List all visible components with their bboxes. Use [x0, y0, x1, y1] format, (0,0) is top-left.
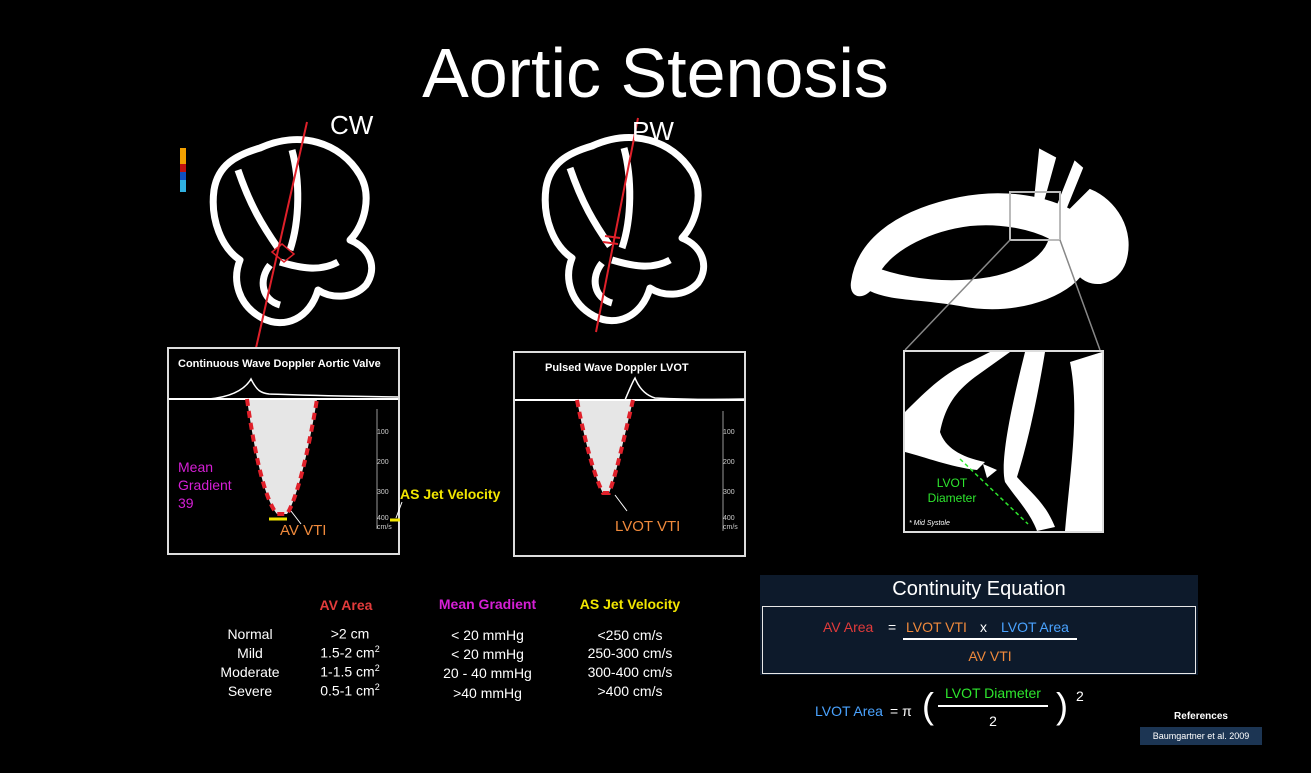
mean-gradient-label: Mean Gradient 39: [178, 459, 232, 511]
header-mean-gradient: Mean Gradient: [438, 596, 537, 612]
lvot-vti-label: LVOT VTI: [615, 518, 681, 535]
gradient-moderate: 20 - 40 mmHg: [443, 665, 532, 681]
area-severe: 0.5-1 cm2: [320, 682, 380, 699]
gradient-mild: < 20 mmHg: [451, 646, 524, 662]
header-av-area: AV Area: [319, 597, 373, 613]
av-vti-label: AV VTI: [280, 522, 327, 539]
continuity-equation-formula: AV Area = LVOT VTI x LVOT Area AV VTI: [762, 606, 1196, 674]
pw-beam-line: [595, 117, 639, 333]
grade-moderate: Moderate: [220, 664, 280, 680]
lvot-diameter-line: [959, 458, 1029, 525]
pw-spectral-envelope: [577, 400, 633, 493]
lvot-zoom-panel: LVOT Diameter * Mid Systole: [903, 350, 1104, 533]
velocity-normal: <250 cm/s: [597, 627, 663, 643]
cw-doppler-panel: Continuous Wave Doppler Aortic Valve 100…: [167, 347, 400, 555]
zoom-box: [1009, 191, 1061, 241]
cw-panel-title: Continuous Wave Doppler Aortic Valve: [178, 358, 381, 370]
velocity-mild: 250-300 cm/s: [587, 645, 673, 661]
slide-title: Aortic Stenosis: [422, 34, 889, 112]
pw-doppler-panel: Pulsed Wave Doppler LVOT 100 200 300 400…: [513, 351, 746, 557]
lvot-area-formula: LVOT Area = π ( LVOT Diameter 2 ) 2: [815, 685, 1084, 729]
zoom-guide-right: [1059, 239, 1101, 351]
grade-mild: Mild: [237, 645, 263, 661]
pw-heart-outline-icon: [541, 134, 707, 325]
grade-normal: Normal: [227, 626, 273, 642]
as-jet-velocity-label: AS Jet Velocity: [400, 486, 501, 502]
gradient-severe: >40 mmHg: [453, 685, 522, 701]
pw-label: PW: [632, 116, 674, 146]
area-normal: >2 cm: [330, 625, 370, 642]
continuity-equation-title: Continuity Equation: [892, 578, 1066, 600]
area-mild: 1.5-2 cm2: [320, 644, 380, 661]
gradient-normal: < 20 mmHg: [451, 627, 524, 643]
reference-citation[interactable]: Baumgartner et al. 2009: [1140, 727, 1262, 745]
cw-spectral-envelope: [247, 399, 317, 514]
grade-severe: Severe: [227, 683, 273, 699]
area-moderate: 1-1.5 cm2: [320, 663, 380, 680]
zoom-guide-left: [904, 239, 1011, 351]
color-scale-icon: [180, 148, 186, 164]
velocity-moderate: 300-400 cm/s: [587, 664, 673, 680]
continuity-equation-box: [760, 575, 1198, 675]
cw-label: CW: [330, 110, 374, 140]
cw-beam-line: [255, 121, 308, 349]
references-heading: References: [1174, 711, 1228, 722]
velocity-severe: >400 cm/s: [597, 683, 663, 699]
lvot-diameter-label: LVOT Diameter: [927, 476, 977, 505]
plax-heart-outline-icon: [850, 148, 1129, 310]
pw-panel-title: Pulsed Wave Doppler LVOT: [545, 362, 689, 374]
header-as-jet-velocity: AS Jet Velocity: [579, 596, 681, 612]
mid-systole-note: * Mid Systole: [909, 520, 950, 527]
cw-heart-outline-icon: [209, 136, 375, 327]
